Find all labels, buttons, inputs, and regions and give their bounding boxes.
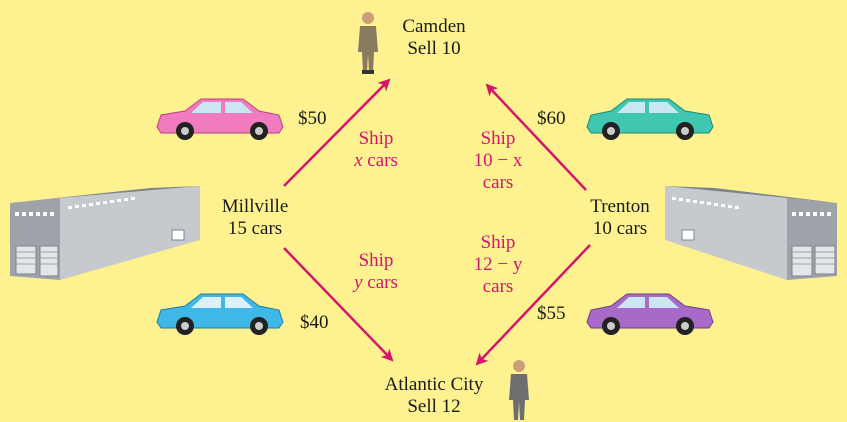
variable-y: y [354, 272, 363, 293]
person-icon [358, 12, 378, 74]
warehouse-icon [10, 186, 200, 280]
route-label-trenton-camden: Ship 10 − x cars [458, 128, 538, 194]
cars-label: cars [362, 272, 398, 293]
car-icon [586, 293, 714, 335]
node-millville: Millville 15 cars [205, 196, 305, 240]
car-icon [586, 98, 714, 140]
warehouse-icon [665, 186, 837, 280]
variable-x: x [354, 150, 363, 171]
node-camden: Camden Sell 10 [384, 16, 484, 60]
trenton-name: Trenton [590, 196, 650, 217]
person-icon [509, 360, 529, 420]
ship-label: Ship [480, 232, 516, 253]
cars-label: cars [362, 150, 398, 171]
millville-name: Millville [221, 196, 289, 217]
cost-millville-camden: $50 [298, 108, 327, 129]
arrow-millville-to-camden [283, 78, 391, 187]
cost-trenton-atlantic: $55 [537, 303, 566, 324]
arrow-millville-to-atlantic [283, 247, 394, 362]
arrow-trenton-to-camden [485, 83, 587, 191]
route-label-millville-atlantic: Ship y cars [336, 250, 416, 294]
atlantic-city-detail: Sell 12 [407, 396, 461, 417]
millville-detail: 15 cars [227, 218, 283, 239]
quantity-expression: 10 − x [473, 150, 523, 171]
car-icon [156, 293, 284, 335]
camden-name: Camden [402, 16, 466, 37]
node-trenton: Trenton 10 cars [570, 196, 670, 240]
car-icon [156, 98, 284, 140]
ship-label: Ship [358, 250, 394, 271]
node-atlantic-city: Atlantic City Sell 12 [368, 374, 500, 418]
cars-label: cars [482, 276, 514, 297]
trenton-detail: 10 cars [592, 218, 648, 239]
ship-label: Ship [480, 128, 516, 149]
route-label-millville-camden: Ship x cars [336, 128, 416, 172]
ship-label: Ship [358, 128, 394, 149]
cost-trenton-camden: $60 [537, 108, 566, 129]
route-label-trenton-atlantic: Ship 12 − y cars [458, 232, 538, 298]
atlantic-city-name: Atlantic City [384, 374, 484, 395]
cars-label: cars [482, 172, 514, 193]
arrow-trenton-to-atlantic [475, 244, 591, 366]
camden-detail: Sell 10 [407, 38, 461, 59]
quantity-expression: 12 − y [473, 254, 523, 275]
cost-millville-atlantic: $40 [300, 312, 329, 333]
